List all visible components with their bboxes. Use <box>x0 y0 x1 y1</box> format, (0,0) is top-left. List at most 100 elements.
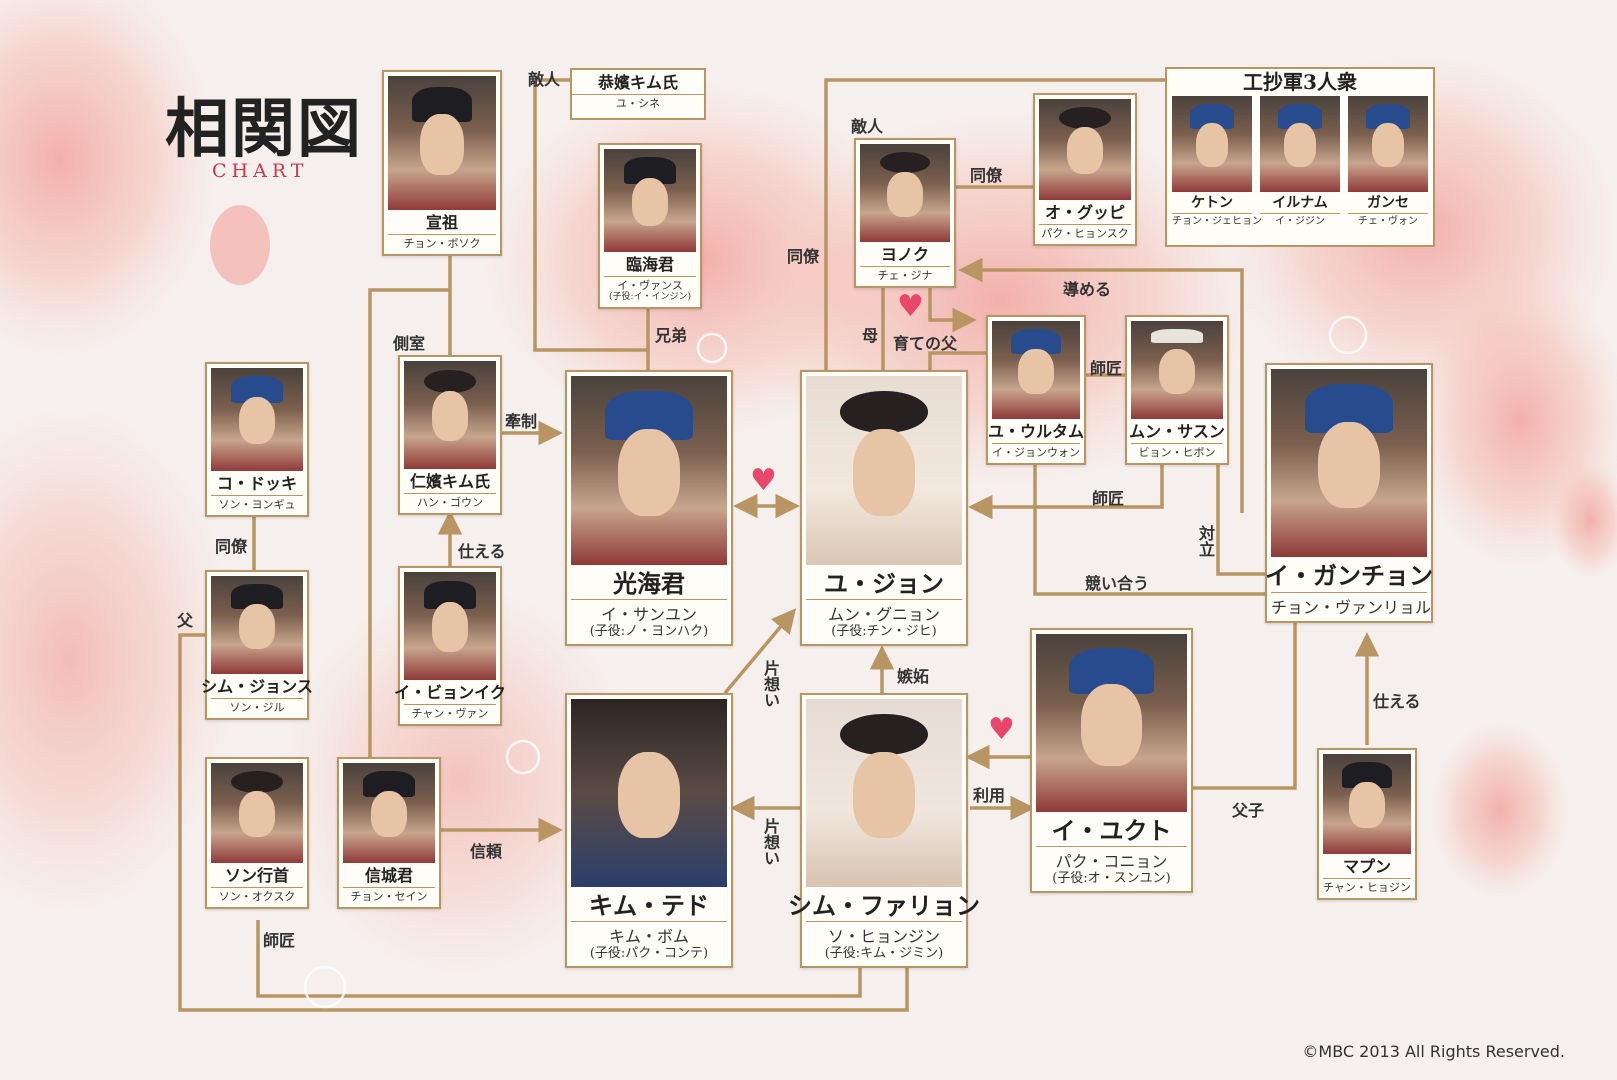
irunam-portrait <box>1260 96 1340 192</box>
card-yuultam: ユ・ウルタム イ・ジョンウォン <box>986 315 1086 465</box>
shimhwaryong-portrait <box>806 699 962 887</box>
kodokki-portrait <box>211 368 303 472</box>
imhae-child: (子役:イ・インジン) <box>608 292 692 303</box>
card-shim-jongsu: シム・ジョンス ソン・ジル <box>201 570 313 720</box>
label-brother: 兄弟 <box>655 326 688 345</box>
group-box: 工抄軍3人衆 ケトン チョン・ジェヒョン イルナム イ・ジジン ガンセ チェ・ヴ… <box>1165 67 1435 247</box>
heart-icon: ♥ <box>750 463 777 498</box>
kimshi-name: 恭嬪キム氏 <box>597 73 678 92</box>
shimhwaryong-actor: ソ・ヒョンジン <box>806 921 962 946</box>
shim-jongsu-name: シム・ジョンス <box>201 677 313 697</box>
seonjo-name: 宣祖 <box>425 213 458 233</box>
yuultam-actor: イ・ジョンウォン <box>992 442 1080 459</box>
leegangchon-portrait <box>1271 369 1427 558</box>
label-serve1: 仕える <box>458 542 506 561</box>
lee-pyoni-name: イ・ビョンイク <box>394 683 506 703</box>
card-kimshi: 恭嬪キム氏 ユ・シネ <box>570 68 706 120</box>
imhae-portrait <box>604 149 696 253</box>
leegangchon-actor: チョン・ヴァンリョル <box>1271 591 1431 617</box>
son-name: ソン行首 <box>224 866 289 886</box>
lee-pyoni-portrait <box>404 572 496 681</box>
ogupi-actor: パク・ヒョンスク <box>1039 223 1131 240</box>
label-jealousy: 嫉妬 <box>897 667 930 686</box>
son-actor: ソン・オクスク <box>211 886 303 903</box>
munsasun-portrait <box>1131 321 1223 420</box>
ogupi-portrait <box>1039 99 1131 201</box>
label-teacher2: 師匠 <box>1090 359 1123 378</box>
munsasun-name: ムン・サスン <box>1129 422 1225 442</box>
seonjo-portrait <box>388 76 496 211</box>
shimhwaryong-child: (子役:キム・ジミン) <box>824 946 944 962</box>
yujong-portrait <box>806 376 962 565</box>
label-father: 父 <box>177 611 194 630</box>
flower-decorations <box>303 315 1368 1009</box>
card-lee-pyoni: イ・ビョンイク チャン・ヴァン <box>394 566 506 726</box>
heart-icon: ♥ <box>897 289 924 324</box>
card-imhae: 臨海君 イ・ヴァンス (子役:イ・インジン) <box>598 143 702 309</box>
kimtedo-actor: キム・ボム <box>571 921 727 946</box>
card-kimtedo: キム・テド キム・ボム (子役:パク・コンテ) <box>565 693 733 968</box>
gangse-actor: チェ・ヴォン <box>1348 213 1428 228</box>
shinseong-name: 信城君 <box>364 866 413 886</box>
label-enemy2: 敵人 <box>851 117 884 136</box>
kettol-name: ケトン <box>1191 195 1233 211</box>
label-father-son: 父子 <box>1232 801 1265 820</box>
label-onesided1: 片想い <box>761 660 780 708</box>
kimtedo-name: キム・テド <box>589 890 709 920</box>
gangse-portrait <box>1348 96 1428 192</box>
yonok-name: ヨノク <box>880 245 929 265</box>
leegangchon-name: イ・ガンチョン <box>1265 561 1433 591</box>
kodokki-name: コ・ドッキ <box>216 474 297 494</box>
mapun-name: マプン <box>1342 857 1391 877</box>
label-colleague3: 同僚 <box>970 166 1003 185</box>
label-colleague1: 同僚 <box>215 537 248 556</box>
card-shinseong: 信城君 チョン・セイン <box>337 757 441 909</box>
card-yonok: ヨノク チェ・ジナ <box>854 138 956 288</box>
injin-name: 仁嬪キム氏 <box>409 472 490 492</box>
gwanghae-name: 光海君 <box>613 568 685 598</box>
label-compete: 競い合う <box>1085 574 1150 593</box>
seonjo-actor: チョン・ボソク <box>388 233 496 250</box>
card-leeyukto: イ・ユクト パク・コニョン (子役:オ・スンユン) <box>1030 628 1193 893</box>
yuultam-name: ユ・ウルタム <box>988 422 1085 442</box>
page-subtitle: CHART <box>212 160 309 182</box>
leeyukto-portrait <box>1036 634 1187 812</box>
irunam-name: イルナム <box>1272 195 1328 211</box>
gangse-name: ガンセ <box>1367 195 1409 211</box>
card-munsasun: ムン・サスン ビョン・ヒボン <box>1125 315 1229 465</box>
leeyukto-name: イ・ユクト <box>1051 815 1172 845</box>
card-son: ソン行首 ソン・オクスク <box>205 757 309 909</box>
shinseong-portrait <box>343 763 435 864</box>
kimtedo-portrait <box>571 699 727 887</box>
label-serve2: 仕える <box>1373 692 1421 711</box>
label-foster-father: 育ての父 <box>893 334 958 353</box>
page-title: 相関図 <box>165 92 363 167</box>
imhae-name: 臨海君 <box>625 255 674 275</box>
yonok-portrait <box>860 144 950 243</box>
label-mother: 母 <box>862 326 879 345</box>
kettol-actor: チョン・ジェヒョン <box>1172 213 1262 228</box>
label-onesided2: 片想い <box>761 818 780 866</box>
mapun-actor: チャン・ヒョジン <box>1323 877 1411 894</box>
leeyukto-actor: パク・コニョン <box>1036 846 1187 871</box>
heart-icon: ♥ <box>988 712 1015 747</box>
kimtedo-child: (子役:パク・コンテ) <box>589 946 709 962</box>
son-portrait <box>211 763 303 864</box>
shinseong-actor: チョン・セイン <box>343 886 435 903</box>
yuultam-portrait <box>992 321 1080 420</box>
gwanghae-actor: イ・サンユン <box>571 599 727 624</box>
copyright-notice: ©MBC 2013 All Rights Reserved. <box>1302 1042 1565 1061</box>
card-injin: 仁嬪キム氏 ハン・ゴウン <box>398 355 502 515</box>
kettol-entry: ケトン チョン・ジェヒョン <box>1172 96 1262 228</box>
label-colleague2: 同僚 <box>787 247 820 266</box>
kodokki-actor: ソン・ヨンギュ <box>211 494 303 511</box>
lee-pyoni-actor: チャン・ヴァン <box>404 703 496 720</box>
yujong-name: ユ・ジョン <box>824 568 944 598</box>
label-trust: 信頼 <box>470 842 503 861</box>
label-concubine: 側室 <box>393 334 426 353</box>
label-enemy1: 敵人 <box>528 70 561 89</box>
gwanghae-child: (子役:ノ・ヨンハク) <box>589 624 709 640</box>
kettol-portrait <box>1172 96 1252 192</box>
gwanghae-portrait <box>571 376 727 565</box>
irunam-entry: イルナム イ・ジジン <box>1260 96 1340 228</box>
